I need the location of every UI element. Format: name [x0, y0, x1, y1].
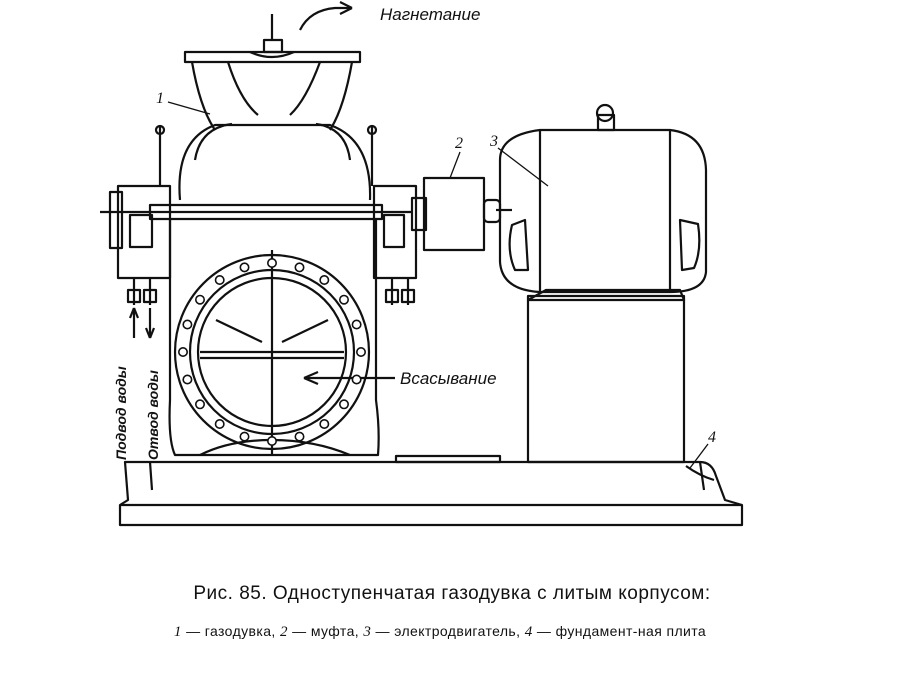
bolt-hole	[294, 431, 305, 442]
casing-flange	[100, 203, 412, 221]
bolt-hole	[266, 435, 277, 446]
legend-text-3: электродвигатель,	[394, 623, 521, 639]
callout-1: 1	[156, 90, 164, 107]
callout-3: 3	[489, 133, 498, 150]
bolt-hole	[182, 319, 193, 330]
water-arrows	[128, 307, 156, 339]
legend-num-3: 3	[363, 624, 372, 640]
motor-pedestal	[526, 288, 686, 464]
bolt-hole	[351, 374, 362, 385]
water-out-label: Отвод воды	[145, 370, 161, 460]
figure-caption-title: Рис. 85. Одноступенчатая газодувка с лит…	[193, 583, 711, 604]
bolt-hole	[214, 274, 225, 285]
bolt-hole	[195, 294, 206, 305]
figure-caption-legend: 1 — газодувка, 2 — муфта, 3 — электродви…	[173, 623, 707, 640]
suction-label: Всасывание	[400, 369, 497, 388]
coupling	[410, 176, 486, 252]
bolt-hole	[294, 262, 305, 273]
bolt-hole	[214, 418, 225, 429]
legend-text-2: муфта,	[310, 623, 360, 639]
blower-discharge	[178, 14, 372, 201]
bolt-hole	[355, 346, 366, 357]
legend-text-1: газодувка,	[204, 623, 276, 639]
legend-num-2: 2	[279, 624, 288, 640]
discharge-arrow	[299, 1, 353, 31]
flange-bolts	[178, 257, 366, 446]
left-bearing	[108, 124, 172, 305]
electric-motor	[482, 103, 708, 294]
bolt-hole	[338, 399, 349, 410]
suction-arrow	[303, 370, 395, 386]
bolt-hole	[239, 262, 250, 273]
bolt-hole	[266, 257, 277, 268]
bolt-hole	[178, 346, 189, 357]
bolt-hole	[239, 431, 250, 442]
legend-num-1: 1	[173, 624, 182, 640]
legend-num-4: 4	[524, 624, 533, 640]
blower-drawing: Нагнетание Всасывание Подвод воды Отвод …	[100, 1, 744, 527]
bolt-hole	[182, 374, 193, 385]
water-in-label: Подвод воды	[113, 366, 129, 460]
bolt-hole	[319, 418, 330, 429]
callout-leaders	[167, 101, 709, 469]
discharge-label: Нагнетание	[380, 5, 480, 24]
right-bearing	[366, 124, 418, 305]
bolt-hole	[338, 294, 349, 305]
foundation-plate	[118, 454, 744, 527]
legend-text-4: фундамент-ная плита	[555, 623, 707, 639]
bolt-hole	[351, 319, 362, 330]
bolt-hole	[195, 399, 206, 410]
callout-4: 4	[708, 429, 716, 446]
suction-flange	[173, 250, 371, 456]
bolt-hole	[319, 274, 330, 285]
callout-2: 2	[455, 135, 463, 152]
